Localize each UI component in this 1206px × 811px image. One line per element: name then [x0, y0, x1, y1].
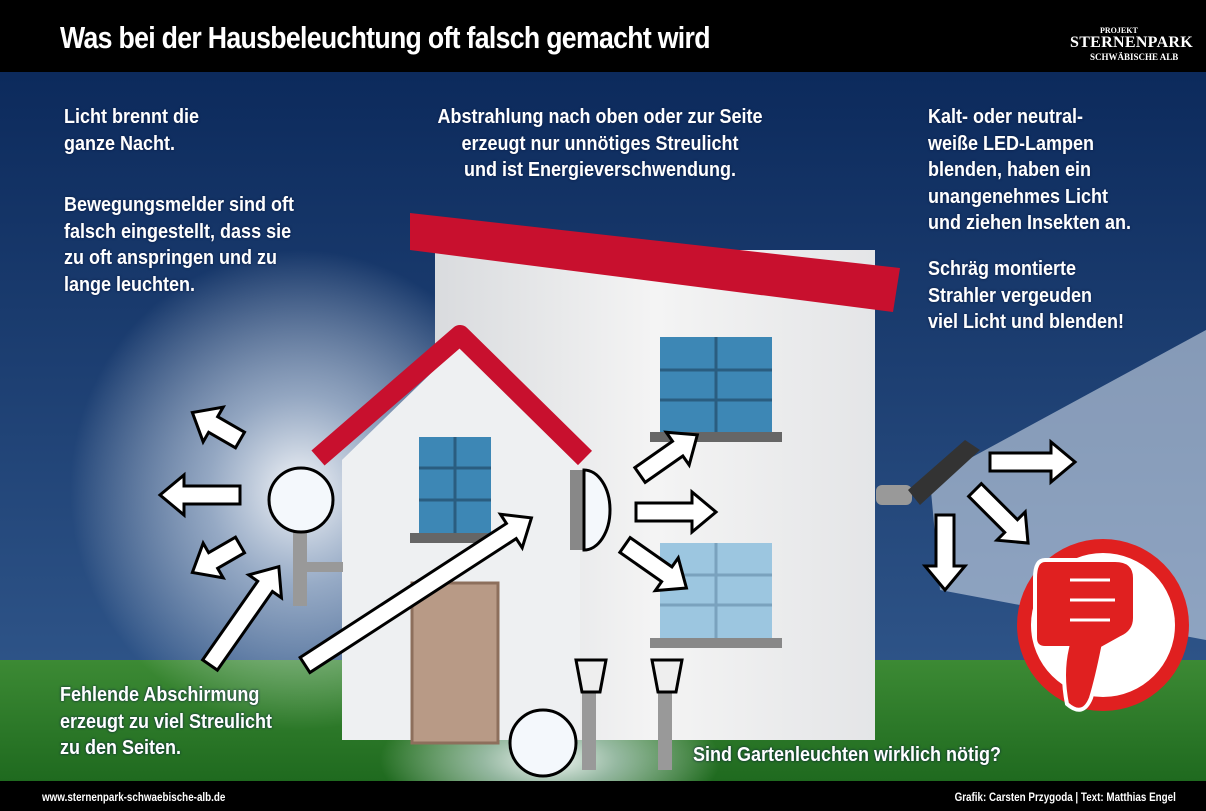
text-led: Kalt- oder neutral- weiße LED-Lampen ble…: [928, 106, 1132, 234]
footer-credits: Grafik: Carsten Przygoda | Text: Matthia…: [954, 790, 1176, 804]
footer-url[interactable]: www.sternenpark-schwaebische-alb.de: [42, 790, 226, 804]
page-title: Was bei der Hausbeleuchtung oft falsch g…: [60, 20, 710, 55]
arrow-icon: [988, 438, 1078, 486]
half-dome-wall-lamp: [570, 468, 612, 552]
logo-line2: STERNENPARK: [1070, 34, 1194, 51]
garden-globe-lamp: [508, 708, 578, 778]
arrow-icon: [632, 430, 700, 485]
logo-line3: SCHWÄBISCHE ALB: [1090, 52, 1179, 62]
flat-roof: [410, 213, 900, 312]
text-shielding: Fehlende Abschirmung erzeugt zu viel Str…: [60, 684, 273, 759]
arrow-icon: [298, 512, 534, 675]
arrow-icon: [617, 535, 689, 593]
arrow-icon: [200, 564, 284, 673]
garden-bollard-1: [574, 658, 608, 770]
arrow-icon: [190, 405, 247, 450]
text-night: Licht brennt die ganze Nacht.: [64, 106, 199, 155]
footer: www.sternenpark-schwaebische-alb.de Graf…: [0, 781, 1206, 811]
floodlight: [876, 440, 980, 505]
window-upper-right: [650, 337, 782, 442]
logo: PROJEKT STERNENPARK SCHWÄBISCHE ALB: [1040, 12, 1194, 64]
gable-roof: [311, 325, 593, 466]
logo-line1: PROJEKT: [1100, 26, 1138, 35]
arrow-icon: [921, 513, 969, 593]
arrow-icon: [634, 488, 719, 536]
arrow-icon: [190, 535, 247, 580]
text-upward-light: Abstrahlung nach oben oder zur Seite erz…: [437, 106, 763, 181]
door: [410, 581, 500, 745]
text-motion-sensor: Bewegungsmelder sind oft falsch eingeste…: [64, 194, 295, 296]
arrow-icon: [966, 481, 1030, 545]
text-garden-lights: Sind Gartenleuchten wirklich nötig?: [693, 744, 1002, 766]
header-bar: [0, 0, 1206, 72]
text-tilted-floodlight: Schräg montierte Strahler vergeuden viel…: [928, 258, 1125, 333]
thumbs-down-icon: [1017, 539, 1189, 712]
garden-bollard-2: [650, 658, 684, 770]
arrow-icon: [157, 471, 242, 519]
window-front: [410, 437, 502, 543]
window-lower-right: [650, 543, 782, 648]
globe-wall-lamp: [267, 466, 343, 606]
